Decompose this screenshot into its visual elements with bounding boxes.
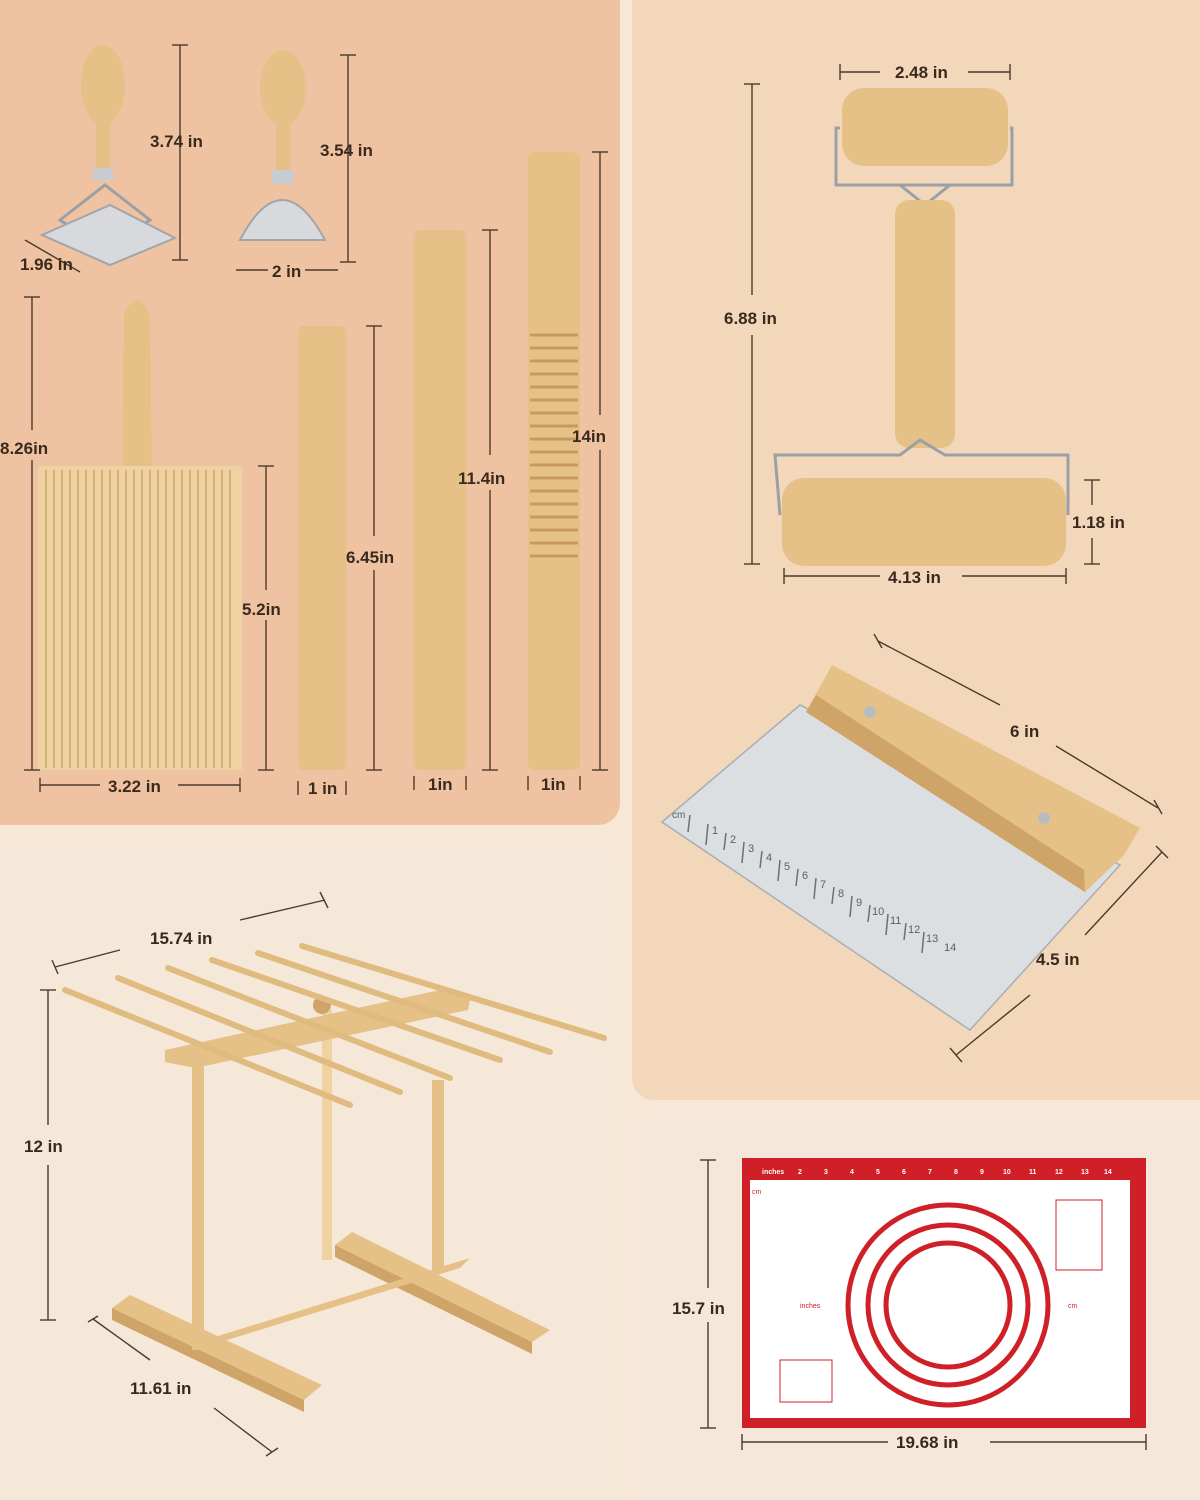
medium-pin-length-label: 11.4in xyxy=(458,469,505,488)
grooved-rolling-pin xyxy=(528,152,580,770)
short-pin-diameter-label: 1 in xyxy=(308,779,337,798)
rack-depth-label: 11.61 in xyxy=(130,1379,191,1398)
scraper-tick-13: 13 xyxy=(926,933,938,945)
square-ravioli-stamp xyxy=(39,45,178,267)
mat-top-tick-14: 14 xyxy=(1104,1169,1112,1176)
scraper-tick-11: 11 xyxy=(890,915,901,927)
mat-top-tick-12: 12 xyxy=(1055,1169,1063,1176)
mat-top-tick-5: 5 xyxy=(876,1169,880,1176)
mat-top-tick-4: 4 xyxy=(850,1169,854,1176)
mat-top-tick-2: 2 xyxy=(798,1169,802,1176)
bench-scraper: cm 1 2 3 4 5 6 7 8 9 10 11 12 13 14 xyxy=(660,665,1140,1031)
mat-top-unit: inches xyxy=(762,1169,784,1176)
scraper-tick-8: 8 xyxy=(838,888,844,900)
round-stamp-height-label: 3.54 in xyxy=(320,141,373,160)
mat-center-left-unit: inches xyxy=(800,1303,821,1310)
mat-height-label: 15.7 in xyxy=(672,1299,725,1318)
mat-side-unit: cm xyxy=(752,1189,762,1196)
medium-pin-diameter-label: 1in xyxy=(428,775,453,794)
grooved-pin-diameter-label: 1in xyxy=(541,775,566,794)
gnocchi-board-panel-height-label: 5.2in xyxy=(242,600,281,619)
scraper-tick-4: 4 xyxy=(766,852,772,864)
mat-width-label: 19.68 in xyxy=(896,1433,958,1452)
scraper-tick-6: 6 xyxy=(802,870,808,882)
grooved-pin-length-label: 14in xyxy=(572,427,606,446)
pastry-mat: inches 2 3 4 5 6 7 8 9 10 11 12 13 14 cm… xyxy=(742,1158,1146,1428)
scraper-tick-1: 1 xyxy=(712,825,718,837)
pasta-drying-rack xyxy=(62,943,607,1412)
scraper-tick-10: 10 xyxy=(872,906,884,918)
roller-large-height-label: 1.18 in xyxy=(1072,513,1125,532)
scraper-length-label: 6 in xyxy=(1010,722,1039,741)
rack-width-label: 15.74 in xyxy=(150,929,212,948)
scraper-height-label: 4.5 in xyxy=(1036,950,1079,969)
scraper-tick-3: 3 xyxy=(748,843,754,855)
mat-top-tick-6: 6 xyxy=(902,1169,906,1176)
mat-top-tick-9: 9 xyxy=(980,1169,984,1176)
gnocchi-board-width-label: 3.22 in xyxy=(108,777,161,796)
square-stamp-width-label: 1.96 in xyxy=(20,255,73,274)
mat-top-tick-11: 11 xyxy=(1029,1169,1037,1176)
scraper-tick-5: 5 xyxy=(784,861,790,873)
short-pin-length-label: 6.45in xyxy=(346,548,394,567)
scraper-tick-9: 9 xyxy=(856,897,862,909)
short-rolling-pin xyxy=(298,326,346,770)
rack-height-label: 12 in xyxy=(24,1137,63,1156)
roller-height-label: 6.88 in xyxy=(724,309,777,328)
gnocchi-board-height-label: 8.26in xyxy=(0,439,48,458)
mat-top-tick-8: 8 xyxy=(954,1169,958,1176)
mat-top-tick-13: 13 xyxy=(1081,1169,1089,1176)
mat-top-tick-7: 7 xyxy=(928,1169,932,1176)
gnocchi-board xyxy=(38,300,242,770)
round-ravioli-stamp xyxy=(238,50,327,241)
roller-small-width-label: 2.48 in xyxy=(895,63,948,82)
scraper-ruler-ticks xyxy=(687,814,925,954)
scraper-tick-7: 7 xyxy=(820,879,826,891)
scraper-tick-2: 2 xyxy=(730,834,736,846)
scraper-tick-12: 12 xyxy=(908,924,920,936)
mat-top-tick-10: 10 xyxy=(1003,1169,1011,1176)
scraper-unit: cm xyxy=(672,810,685,821)
mat-top-tick-3: 3 xyxy=(824,1169,828,1176)
roller-large-width-label: 4.13 in xyxy=(888,568,941,587)
square-stamp-height-label: 3.74 in xyxy=(150,132,203,151)
mat-center-right-unit: cm xyxy=(1068,1303,1078,1310)
scraper-tick-14: 14 xyxy=(944,942,956,954)
medium-rolling-pin xyxy=(414,230,466,770)
pastry-roller xyxy=(773,88,1070,566)
round-stamp-width-label: 2 in xyxy=(272,262,301,281)
